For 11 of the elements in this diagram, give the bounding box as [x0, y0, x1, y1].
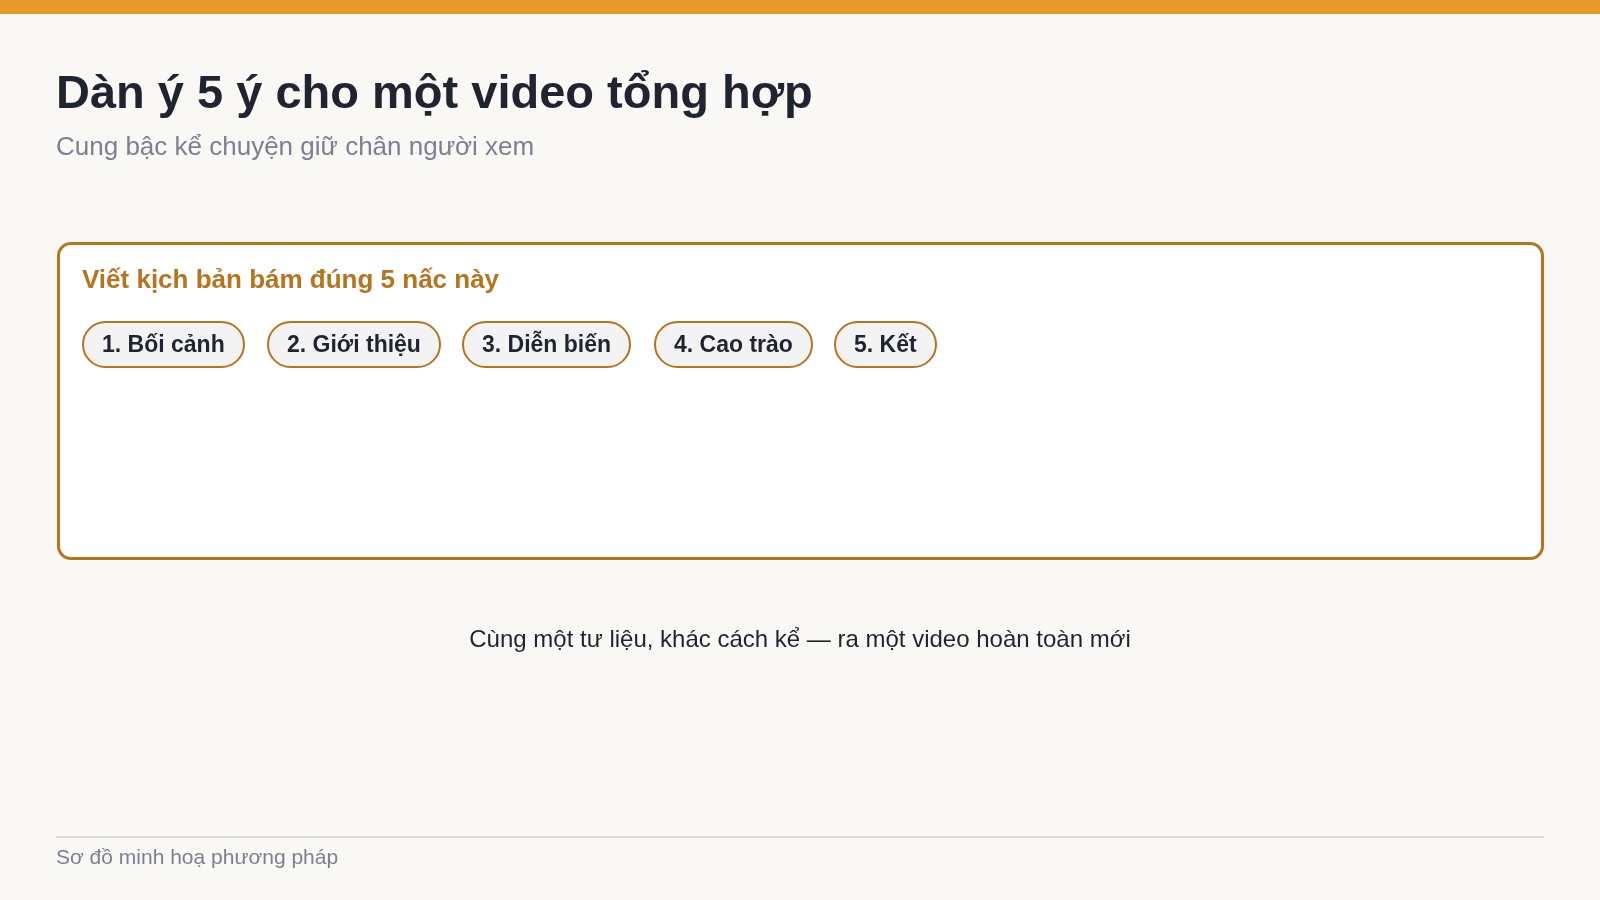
step-chip: 1. Bối cảnh — [82, 321, 245, 368]
panel-card — [57, 242, 1544, 560]
step-chip: 3. Diễn biến — [462, 321, 632, 368]
step-chip: 5. Kết — [834, 321, 937, 368]
step-chip: 2. Giới thiệu — [267, 321, 441, 368]
subtitle-text: Cung bậc kể chuyện giữ chân người xem — [56, 130, 535, 162]
tagline-text: Cùng một tư liệu, khác cách kể — ra một video hoàn toàn mới — [469, 625, 1131, 652]
footer-note: Sơ đồ minh hoạ phương pháp — [56, 844, 339, 870]
step-chip: 4. Cao trào — [654, 321, 813, 368]
card-heading: Viết kịch bản bám đúng 5 nấc này — [82, 263, 500, 295]
page-title: Dàn ý 5 ý cho một video tổng hợp — [56, 64, 813, 120]
